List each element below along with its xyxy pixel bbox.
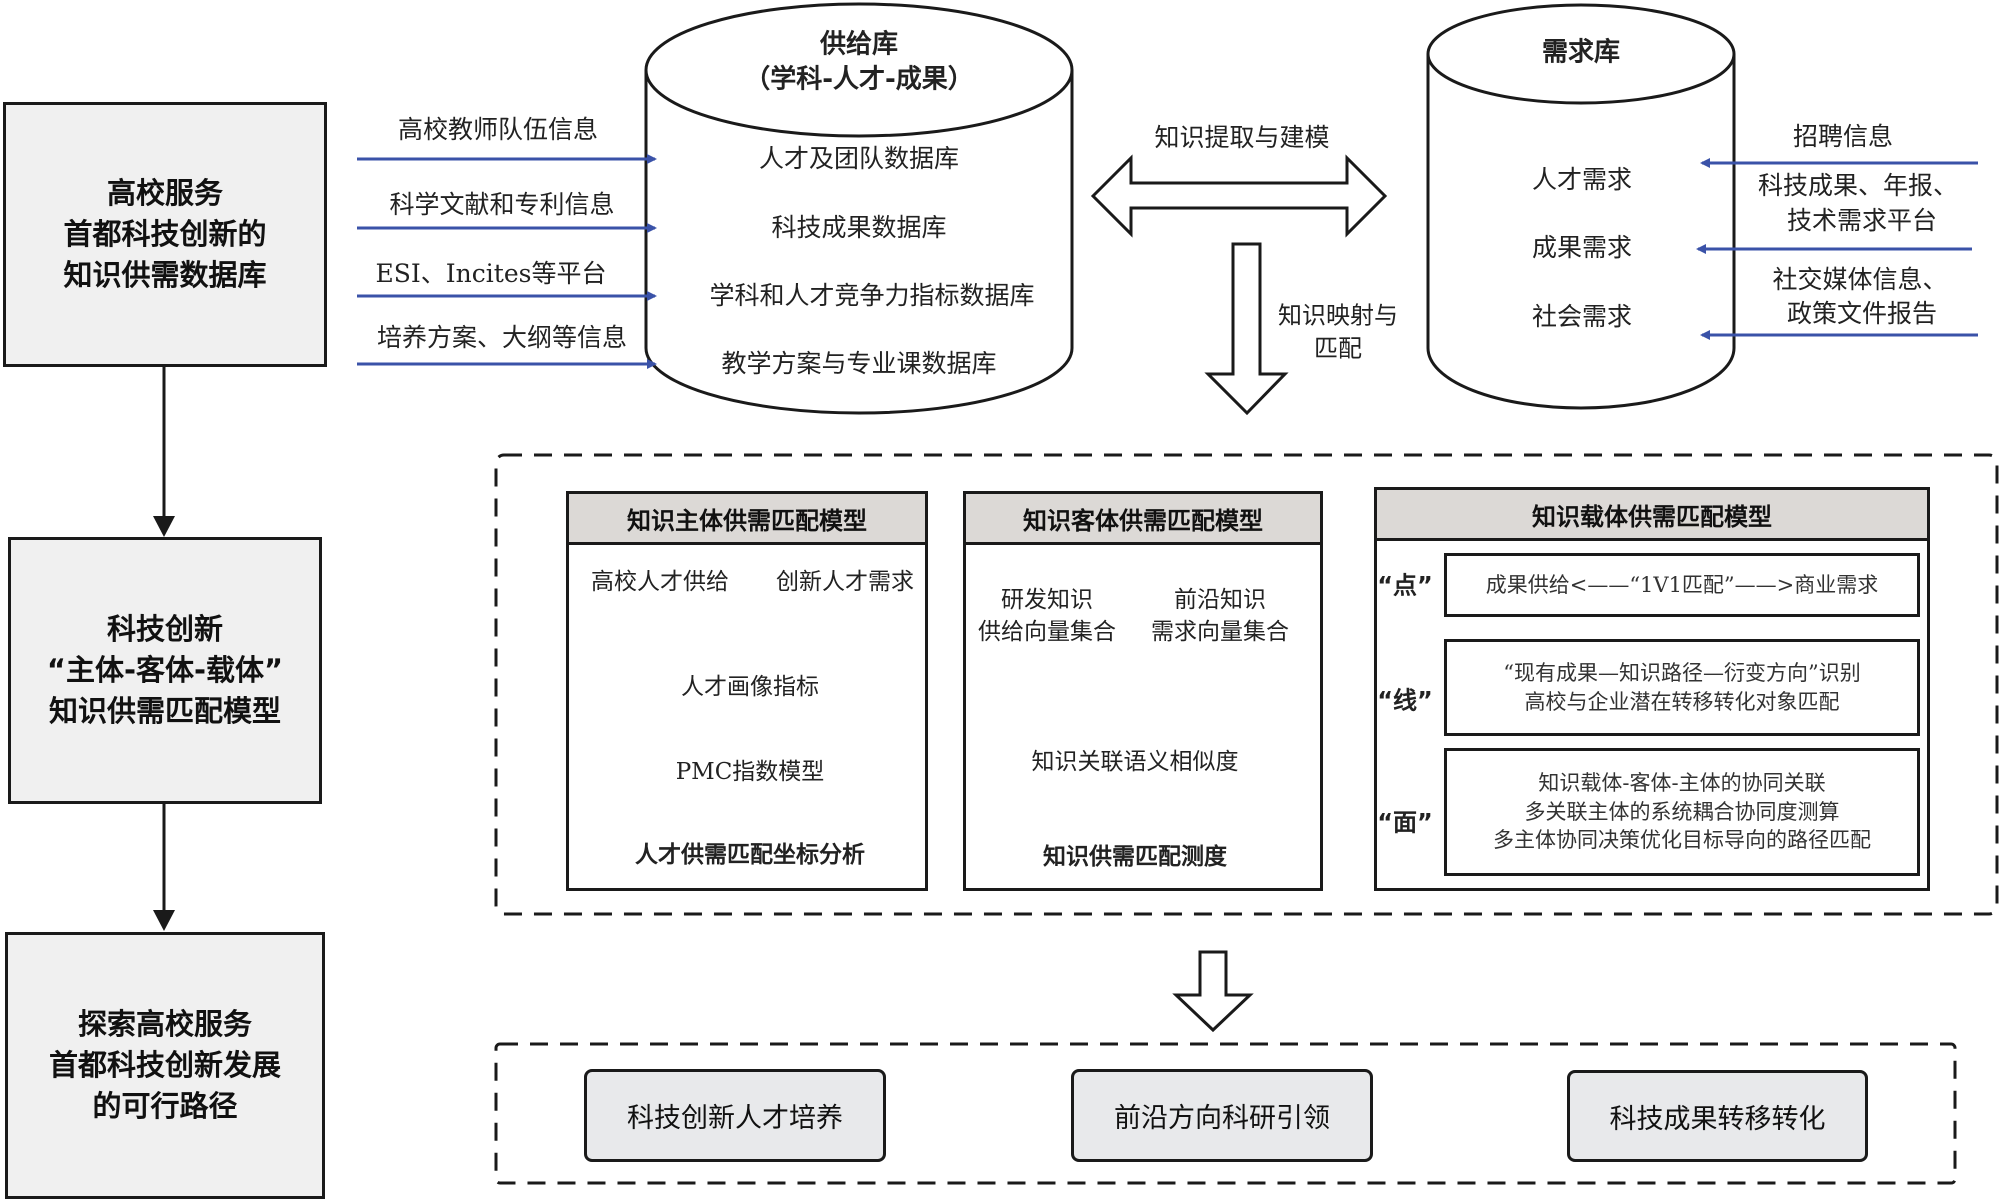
extraction-label: 知识提取与建模 bbox=[1154, 123, 1330, 152]
carrier-plane-box: 知识载体-客体-主体的协同关联 多关联主体的系统耦合协同度测算 多主体协同决策优… bbox=[1444, 748, 1920, 876]
demand-db-title: 需求库 bbox=[1541, 37, 1621, 68]
subject-model-box: 知识主体供需匹配模型 bbox=[566, 491, 928, 891]
supply-input-label-1: 高校教师队伍信息 bbox=[397, 115, 599, 144]
knowledge-database-box: 高校服务 首都科技创新的 知识供需数据库 bbox=[3, 102, 327, 367]
carrier-line-box: “现有成果—知识路径—衍变方向”识别 高校与企业潜在转移转化对象匹配 bbox=[1444, 639, 1920, 736]
demand-input-label-3a: 社交媒体信息、 bbox=[1772, 265, 1948, 294]
supply-db-item-1: 人才及团队数据库 bbox=[758, 144, 960, 173]
supply-input-label-4: 培养方案、大纲等信息 bbox=[376, 323, 628, 352]
subject-step-2: PMC指数模型 bbox=[675, 759, 825, 786]
arrow-head-box2 bbox=[153, 516, 175, 537]
demand-input-label-2b: 技术需求平台 bbox=[1786, 206, 1938, 235]
supply-input-label-3: ESI、Incites等平台 bbox=[375, 259, 607, 288]
mapping-down-arrow bbox=[1204, 242, 1289, 416]
demand-input-label-1: 招聘信息 bbox=[1792, 122, 1894, 151]
paths-dashed-container bbox=[494, 1042, 1957, 1185]
supply-cylinder-shape bbox=[644, 2, 1074, 415]
demand-cylinder-shape bbox=[1426, 3, 1736, 410]
path-talent-cultivation[interactable]: 科技创新人才培养 bbox=[584, 1069, 886, 1162]
demand-input-arrows bbox=[1696, 158, 1978, 340]
carrier-line-text-2: 高校与企业潜在转移转化对象匹配 bbox=[1524, 689, 1840, 714]
carrier-level-point: “点” bbox=[1377, 571, 1433, 600]
carrier-plane-text-1: 知识载体-客体-主体的协同关联 bbox=[1538, 771, 1826, 796]
path-tech-transfer-label: 科技成果转移转化 bbox=[1609, 1103, 1826, 1135]
bidirectional-arrow bbox=[1090, 154, 1388, 238]
demand-db-item-1: 人才需求 bbox=[1531, 165, 1633, 194]
carrier-level-plane: “面” bbox=[1377, 808, 1433, 837]
object-step-1: 知识关联语义相似度 bbox=[1031, 749, 1239, 776]
subject-model-title: 知识主体供需匹配模型 bbox=[569, 494, 925, 545]
carrier-point-text: 成果供给<——“1V1匹配”——>商业需求 bbox=[1485, 572, 1879, 597]
carrier-plane-text-2: 多关联主体的系统耦合协同度测算 bbox=[1524, 799, 1840, 824]
subject-demand-label: 创新人才需求 bbox=[776, 569, 914, 596]
demand-db-item-3: 社会需求 bbox=[1531, 302, 1633, 331]
path-frontier-research[interactable]: 前沿方向科研引领 bbox=[1071, 1069, 1373, 1162]
models-dashed-container bbox=[494, 453, 1999, 916]
arrow-head-box3 bbox=[153, 910, 175, 931]
carrier-level-line: “线” bbox=[1377, 686, 1433, 715]
demand-input-label-3b: 政策文件报告 bbox=[1786, 299, 1938, 328]
left-column-arrows bbox=[153, 367, 175, 931]
object-supply-line1: 研发知识 bbox=[1001, 587, 1093, 614]
supply-db-title: 供给库 bbox=[819, 29, 899, 60]
carrier-point-box: 成果供给<——“1V1匹配”——>商业需求 bbox=[1444, 553, 1920, 617]
path-talent-cultivation-label: 科技创新人才培养 bbox=[627, 1103, 843, 1134]
object-result: 知识供需匹配测度 bbox=[1043, 844, 1227, 871]
feasible-path-box: 探索高校服务 首都科技创新发展 的可行路径 bbox=[5, 932, 325, 1199]
supply-db-item-3: 学科和人才竞争力指标数据库 bbox=[709, 281, 1035, 310]
object-model-title: 知识客体供需匹配模型 bbox=[966, 494, 1320, 545]
subject-step-1: 人才画像指标 bbox=[681, 674, 819, 701]
matching-model-box: 科技创新 “主体-客体-载体” 知识供需匹配模型 bbox=[8, 537, 322, 804]
demand-input-label-2a: 科技成果、年报、 bbox=[1757, 171, 1959, 200]
supply-input-label-2: 科学文献和专利信息 bbox=[389, 190, 615, 219]
supply-input-arrows bbox=[357, 154, 657, 369]
object-demand-line2: 需求向量集合 bbox=[1151, 619, 1289, 646]
mapping-label-line1: 知识映射与 bbox=[1278, 301, 1398, 330]
knowledge-database-label: 高校服务 首都科技创新的 知识供需数据库 bbox=[63, 175, 267, 293]
carrier-line-text-1: “现有成果—知识路径—衍变方向”识别 bbox=[1503, 661, 1861, 686]
carrier-plane-text-3: 多主体协同决策优化目标导向的路径匹配 bbox=[1493, 828, 1871, 853]
subject-supply-label: 高校人才供给 bbox=[591, 569, 729, 596]
subject-result: 人才供需匹配坐标分析 bbox=[635, 842, 865, 869]
object-supply-line2: 供给向量集合 bbox=[978, 619, 1116, 646]
object-demand-line1: 前沿知识 bbox=[1174, 587, 1266, 614]
demand-db-item-2: 成果需求 bbox=[1531, 233, 1633, 262]
feasible-path-label: 探索高校服务 首都科技创新发展 的可行路径 bbox=[48, 1006, 281, 1124]
carrier-model-title: 知识载体供需匹配模型 bbox=[1377, 490, 1927, 541]
supply-db-subtitle: （学科-人才-成果） bbox=[744, 64, 974, 95]
object-model-box: 知识客体供需匹配模型 bbox=[963, 491, 1323, 891]
result-down-arrow bbox=[1172, 950, 1254, 1033]
mapping-label-line2: 匹配 bbox=[1314, 334, 1362, 363]
matching-model-label: 科技创新 “主体-客体-载体” 知识供需匹配模型 bbox=[46, 611, 284, 729]
path-tech-transfer[interactable]: 科技成果转移转化 bbox=[1567, 1070, 1868, 1162]
supply-db-item-2: 科技成果数据库 bbox=[771, 213, 947, 242]
supply-db-item-4: 教学方案与专业课数据库 bbox=[721, 349, 997, 378]
path-frontier-research-label: 前沿方向科研引领 bbox=[1114, 1103, 1330, 1134]
